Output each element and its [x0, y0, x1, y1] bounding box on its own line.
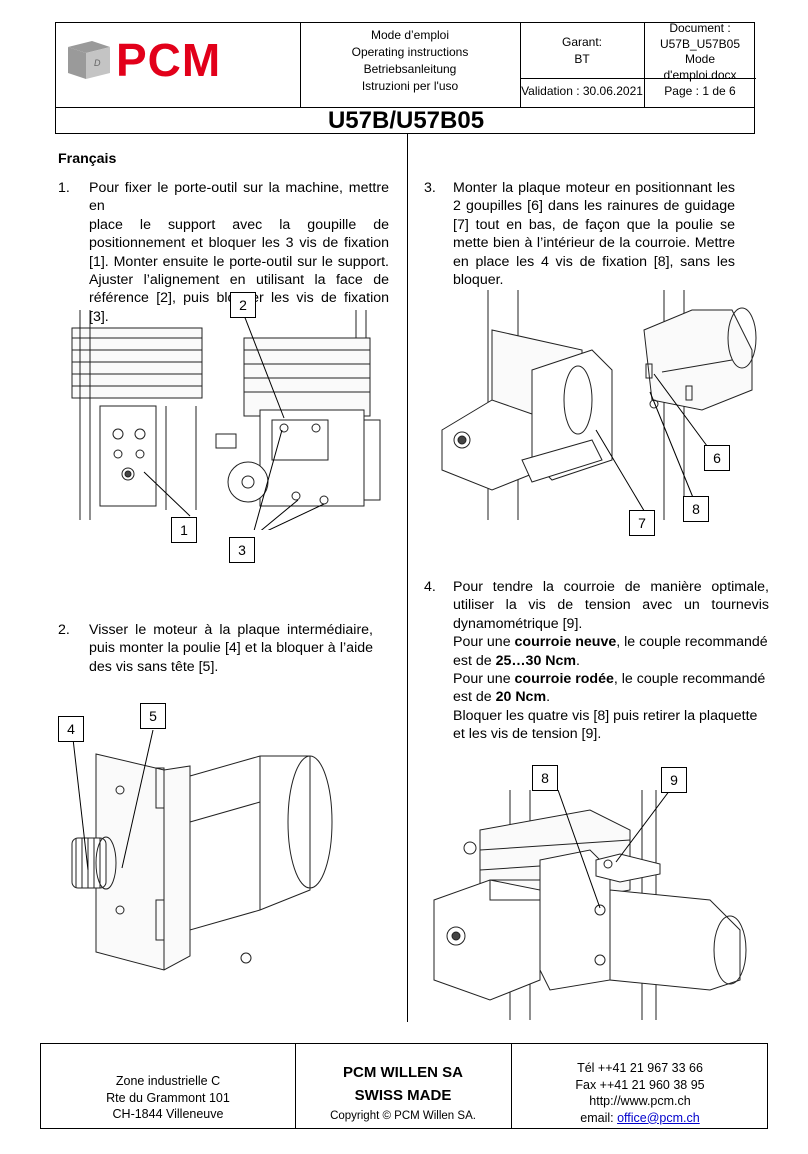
- text-line: Monter la plaque moteur en positionnant …: [453, 180, 735, 196]
- text-line: Pour tendre la courroie de manière optim…: [453, 579, 769, 595]
- callout-5: 5: [140, 703, 166, 729]
- bold-value: 20 Ncm: [495, 689, 547, 706]
- text-line: est de 25…30 Ncm.: [453, 652, 769, 670]
- doc-line: d'emploi.docx: [663, 67, 737, 82]
- document-header: D PCM Mode d’emploi Operating instructio…: [55, 21, 756, 134]
- text-line: est de 20 Ncm.: [453, 688, 769, 706]
- text-span: est de: [453, 652, 496, 669]
- callout-4: 4: [58, 716, 84, 742]
- figure-belt-tension: [430, 789, 770, 1020]
- mode-en: Operating instructions: [351, 45, 469, 59]
- step-1-number: 1.: [58, 180, 70, 196]
- company-block: PCM WILLEN SA SWISS MADE Copyright © PCM…: [295, 1062, 511, 1125]
- callout-6: 6: [704, 445, 730, 471]
- text-span: Pour une: [453, 634, 515, 651]
- bold-term: courroie neuve: [514, 634, 617, 651]
- doc-line: Document :: [669, 21, 731, 35]
- mode-fr: Mode d’emploi: [370, 28, 450, 42]
- address-line: Rte du Grammont 101: [106, 1090, 230, 1105]
- column-divider: [407, 134, 408, 1022]
- figure-motor-plate: [432, 290, 768, 520]
- company-name: PCM WILLEN SA: [343, 1064, 463, 1081]
- callout-2: 2: [230, 292, 256, 318]
- text-span: Pour une: [453, 671, 515, 688]
- text-line: bloquer.: [453, 272, 504, 289]
- document-name: Document : U57B_U57B05 Mode d'emploi.doc…: [644, 21, 756, 83]
- text-line: Pour une courroie neuve, le couple recom…: [453, 633, 769, 651]
- email-link[interactable]: office@pcm.ch: [617, 1110, 700, 1125]
- figure-motor-pulley: [60, 729, 360, 1000]
- svg-text:D: D: [94, 58, 101, 68]
- callout-1: 1: [171, 517, 197, 543]
- step-2-number: 2.: [58, 622, 70, 638]
- text-line: dynamométrique [9].: [453, 615, 583, 632]
- address-block: Zone industrielle C Rte du Grammont 101 …: [41, 1073, 295, 1123]
- callout-8-bottom: 8: [532, 765, 558, 791]
- text-line: positionnement et bloquer les 3 vis de f…: [89, 235, 389, 252]
- doc-line: Mode: [684, 52, 716, 66]
- operating-modes: Mode d’emploi Operating instructions Bet…: [300, 27, 520, 95]
- email-line: email: office@pcm.ch: [511, 1110, 769, 1127]
- text-line: Bloquer les quatre vis [8] puis retirer …: [453, 707, 758, 724]
- phone: Tél ++41 21 967 33 66: [577, 1061, 703, 1075]
- doc-line: U57B_U57B05: [659, 36, 741, 51]
- text-line: Ajuster l’alignement en utilisant la fac…: [89, 272, 389, 289]
- page-number: Page : 1 de 6: [664, 84, 736, 98]
- page-title: U57B/U57B05: [327, 107, 485, 134]
- email-label: email:: [580, 1110, 618, 1125]
- text-line: des vis sans tête [5].: [89, 658, 219, 675]
- figure-support-mounting: [66, 309, 396, 539]
- callout-9: 9: [661, 767, 687, 793]
- address-line: CH-1844 Villeneuve: [112, 1107, 224, 1121]
- step-3-text: Monter la plaque moteur en positionnant …: [453, 179, 735, 289]
- text-line: et les vis de tension [9].: [453, 726, 602, 743]
- text-span: .: [546, 689, 551, 706]
- copyright: Copyright © PCM Willen SA.: [330, 1110, 476, 1122]
- language-heading: Français: [58, 151, 117, 167]
- bold-term: courroie rodée: [514, 671, 614, 688]
- text-line: Visser le moteur à la plaque intermédiai…: [89, 622, 373, 638]
- contact-block: Tél ++41 21 967 33 66 Fax ++41 21 960 38…: [511, 1060, 769, 1126]
- swiss-made: SWISS MADE: [354, 1087, 452, 1104]
- callout-3: 3: [229, 537, 255, 563]
- text-span: .: [576, 652, 580, 669]
- step-4-text: Pour tendre la courroie de manière optim…: [453, 578, 769, 744]
- fax: Fax ++41 21 960 38 95: [575, 1077, 705, 1092]
- callout-7: 7: [629, 510, 655, 536]
- callout-8-top: 8: [683, 496, 709, 522]
- document-footer: Zone industrielle C Rte du Grammont 101 …: [40, 1043, 768, 1129]
- text-line: 2 goupilles [6] dans les rainures de gui…: [453, 198, 735, 215]
- text-line: [7] tout en bas, de façon que la poulie …: [453, 216, 735, 233]
- text-line: mette bien à l’intérieur de la courroie.…: [453, 235, 735, 252]
- address-line: Zone industrielle C: [115, 1074, 221, 1088]
- website[interactable]: http://www.pcm.ch: [589, 1094, 691, 1108]
- text-line: utiliser la vis de tension avec un tourn…: [453, 597, 769, 614]
- pcm-logo: D PCM: [64, 35, 292, 85]
- step-3-number: 3.: [424, 180, 436, 196]
- step-4-number: 4.: [424, 579, 436, 595]
- text-line: Pour une courroie rodée, le couple recom…: [453, 670, 769, 688]
- mode-de: Betriebsanleitung: [363, 62, 457, 76]
- garant: Garant: BT: [520, 34, 644, 68]
- mode-it: Istruzioni per l'uso: [361, 79, 459, 93]
- step-1-text: Pour fixer le porte-outil sur la machine…: [89, 179, 389, 326]
- text-span: , le couple recommandé: [616, 634, 768, 651]
- garant-value: BT: [574, 52, 590, 66]
- text-line: place le support avec la goupille de: [89, 216, 389, 233]
- validation-date: Validation : 30.06.2021: [521, 84, 643, 98]
- garant-label: Garant:: [561, 35, 603, 49]
- text-line: [1]. Monter ensuite le porte-outil sur l…: [89, 253, 389, 270]
- text-line: Pour fixer le porte-outil sur la machine…: [89, 180, 389, 215]
- bold-value: 25…30 Ncm: [495, 652, 577, 669]
- step-2-text: Visser le moteur à la plaque intermédiai…: [89, 621, 373, 676]
- text-line: en place les 4 vis de fixation [8], sans…: [453, 253, 735, 270]
- text-line: puis monter la poulie [4] et la bloquer …: [89, 640, 373, 657]
- logo-text: PCM: [116, 34, 222, 86]
- text-span: est de: [453, 689, 496, 706]
- text-span: , le couple recommandé: [613, 671, 766, 688]
